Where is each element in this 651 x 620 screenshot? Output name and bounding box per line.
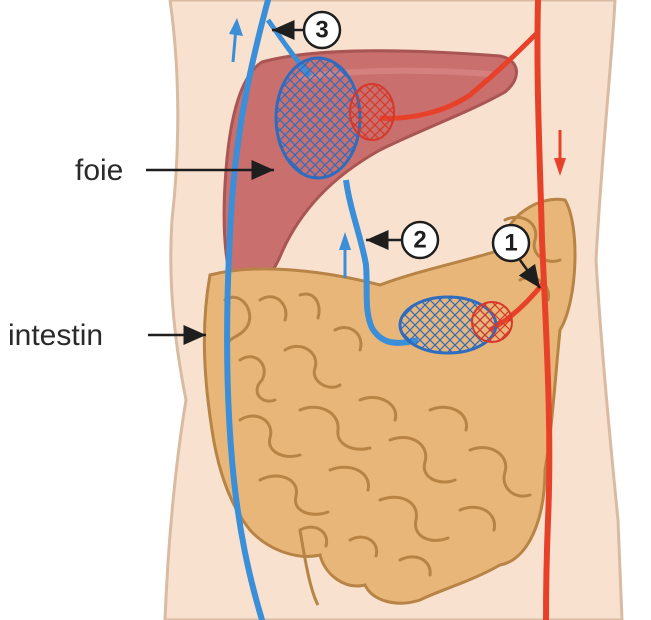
svg-text:1: 1 (504, 230, 517, 257)
svg-text:2: 2 (413, 227, 426, 254)
svg-text:3: 3 (315, 17, 328, 44)
liver-label: foie (75, 154, 123, 187)
intestine-label: intestin (8, 319, 103, 352)
